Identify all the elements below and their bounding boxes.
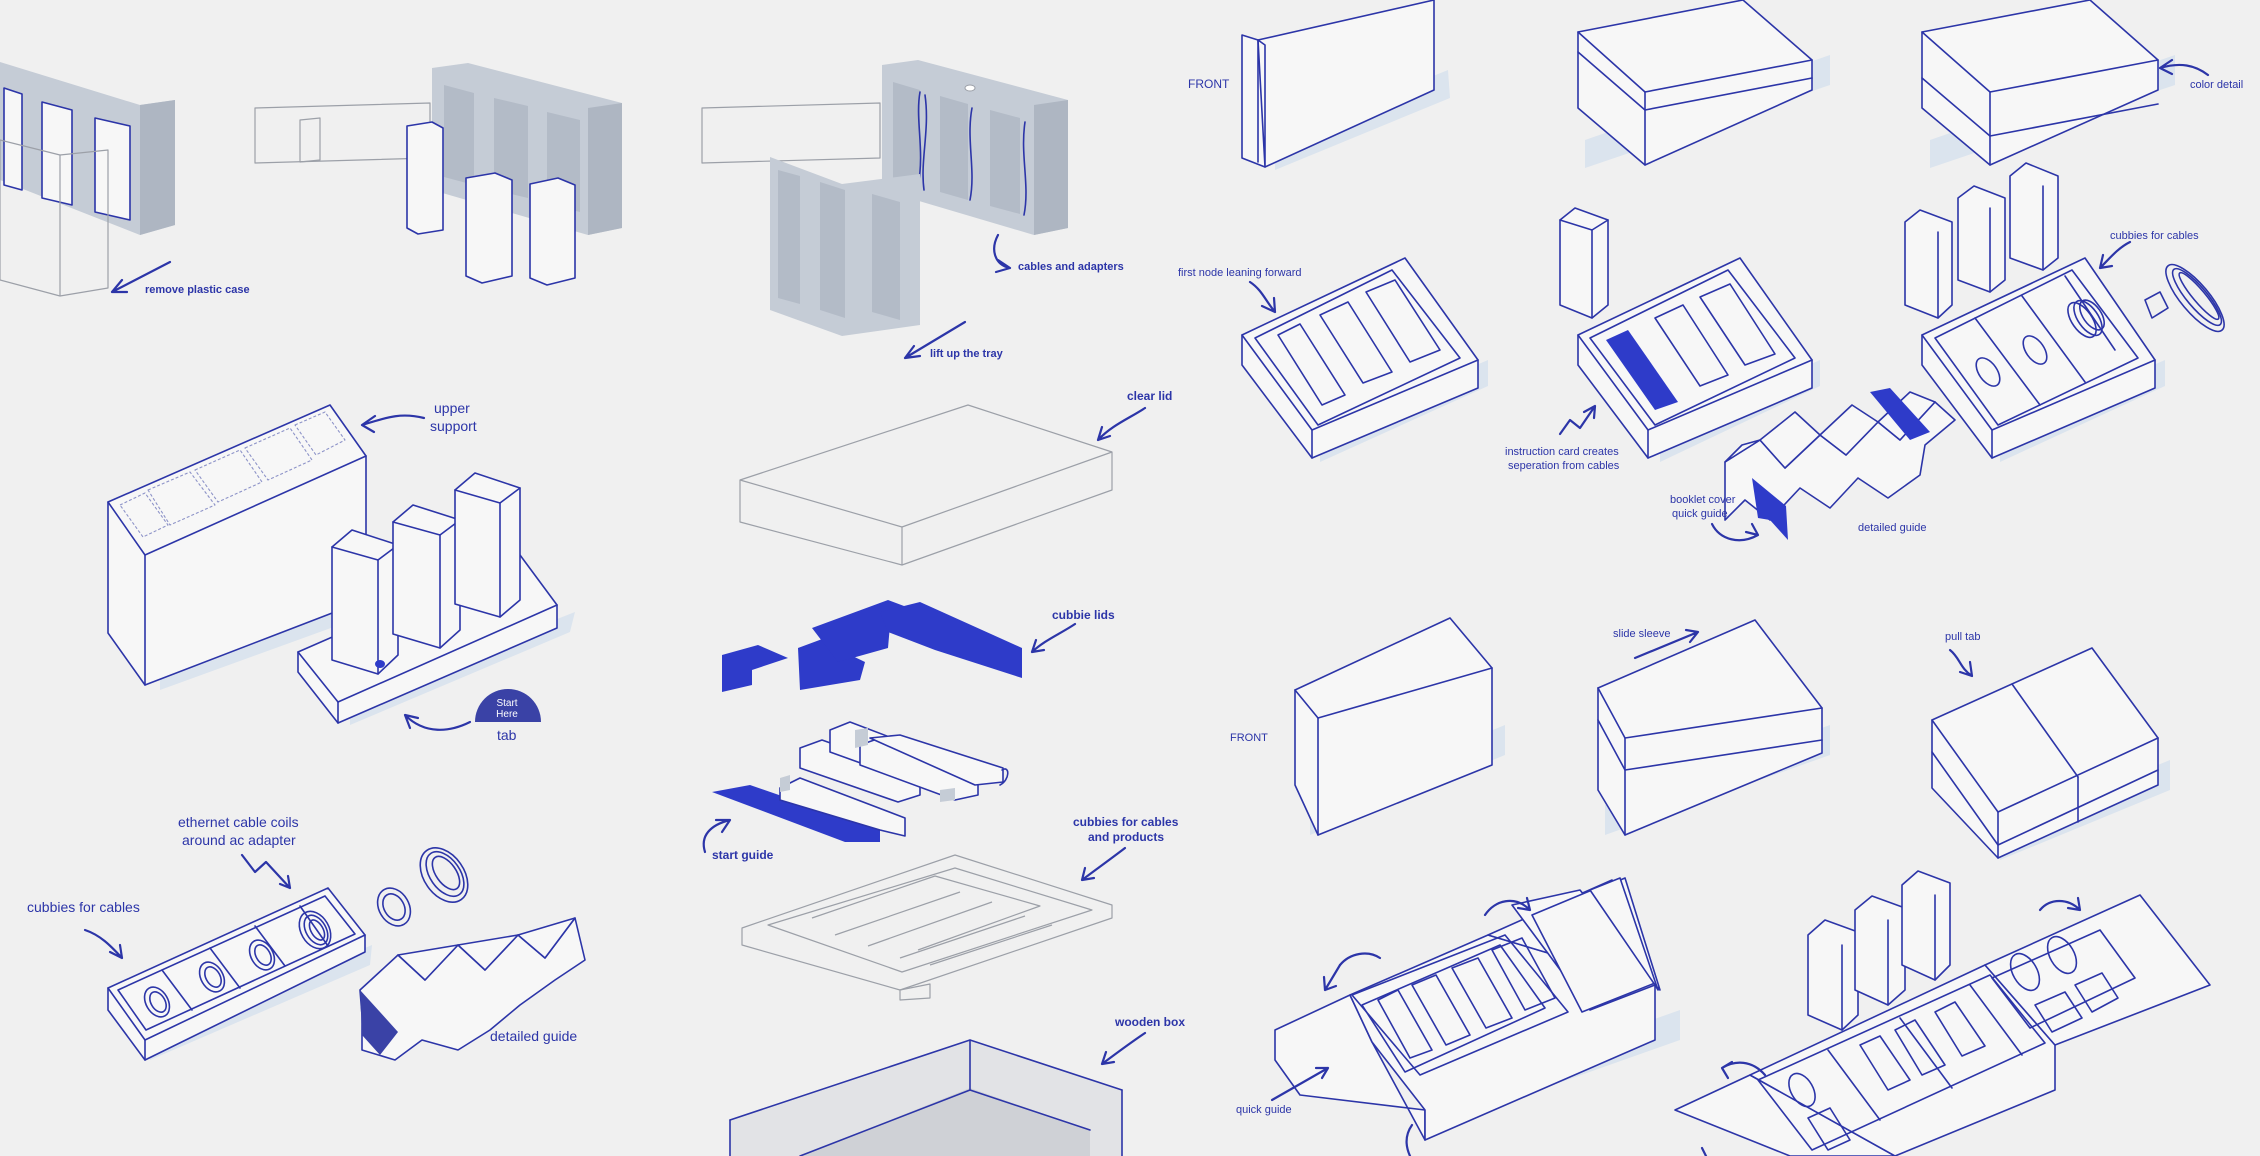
label-wooden-box: wooden box — [1114, 1015, 1185, 1029]
label-detailed-guide-top: detailed guide — [1858, 522, 1927, 534]
sleeve-box-front: FRONT — [1230, 617, 1505, 836]
label-clear-lid: clear lid — [1127, 389, 1172, 403]
label-instruction-card-1: instruction card creates — [1505, 446, 1619, 458]
exploded-nodes-tray: start guide — [702, 721, 1009, 862]
tray-cubbies-cables-top: cubbies for cables — [1904, 162, 2225, 462]
label-quick-guide: quick guide — [1236, 1104, 1292, 1116]
exploded-cubby-tray: cubbies for cables and products — [741, 815, 1179, 1001]
label-cubbie-lids: cubbie lids — [1052, 608, 1115, 622]
exploded-wooden-box: wooden box — [729, 1015, 1185, 1156]
sleeve-box-pull-tab: pull tab — [1931, 631, 2170, 860]
booklet-detailed-guide-top: detailed guide booklet cover quick guide — [1670, 388, 1956, 542]
label-cubbies-cables-products-2: and products — [1088, 830, 1164, 844]
label-booklet-cover-1: booklet cover — [1670, 494, 1736, 506]
sleeve-open-tray-nodes: quick guide — [1236, 877, 1680, 1156]
box-lidded-top — [1577, 0, 1830, 168]
label-start-guide: start guide — [712, 848, 774, 862]
assembly-upper-support: upper support Start Here tab — [107, 400, 575, 743]
label-cubbies-cables-products-1: cubbies for cables — [1073, 815, 1179, 829]
tray-instruction-card: instruction card creates seperation from… — [1505, 207, 1820, 472]
label-cubbies-for-cables-top: cubbies for cables — [2110, 230, 2199, 242]
label-upper-support-2: support — [430, 418, 477, 434]
label-slide-sleeve: slide sleeve — [1613, 628, 1670, 640]
label-front-2: FRONT — [1230, 732, 1268, 744]
label-booklet-cover-2: quick guide — [1672, 508, 1728, 520]
label-pull-tab: pull tab — [1945, 631, 1980, 643]
start-here-tab-shape — [475, 689, 541, 722]
label-instruction-card-2: seperation from cables — [1508, 460, 1620, 472]
tray-cubbies-for-cables-left: cubbies for cables ethernet cable coils … — [27, 814, 469, 1061]
label-ethernet-1: ethernet cable coils — [178, 814, 299, 830]
scene-nodes-out — [254, 63, 622, 286]
sleeve-box-slide: slide sleeve — [1597, 619, 1830, 836]
label-detailed-guide-left: detailed guide — [490, 1028, 577, 1044]
label-start-here-1: Start — [496, 698, 517, 709]
label-remove-plastic-case: remove plastic case — [145, 284, 250, 296]
label-color-detail: color detail — [2190, 79, 2243, 91]
box-color-detail: color detail — [1921, 0, 2243, 168]
scene-lift-tray: cables and adapters lift up the tray — [701, 60, 1124, 360]
label-ethernet-2: around ac adapter — [182, 832, 296, 848]
exploded-clear-lid: clear lid — [739, 389, 1172, 566]
label-front-1: FRONT — [1188, 77, 1230, 91]
box-front-tall: FRONT — [1188, 0, 1450, 170]
exploded-cubbie-lids: cubbie lids — [722, 600, 1115, 692]
label-first-node-leaning-forward: first node leaning forward — [1178, 267, 1302, 279]
label-upper-support-1: upper — [434, 400, 470, 416]
label-start-here-2: Here — [496, 709, 518, 720]
sleeve-open-tray-cubbies — [1674, 870, 2211, 1156]
label-cubbies-for-cables-left: cubbies for cables — [27, 899, 140, 915]
tray-first-node: first node leaning forward — [1178, 257, 1488, 462]
label-lift-up-the-tray: lift up the tray — [930, 348, 1004, 360]
label-tab: tab — [497, 727, 517, 743]
label-cables-and-adapters: cables and adapters — [1018, 261, 1124, 273]
scene-remove-plastic-case: remove plastic case — [0, 62, 250, 297]
booklet-detailed-guide-left: detailed guide — [359, 917, 586, 1061]
